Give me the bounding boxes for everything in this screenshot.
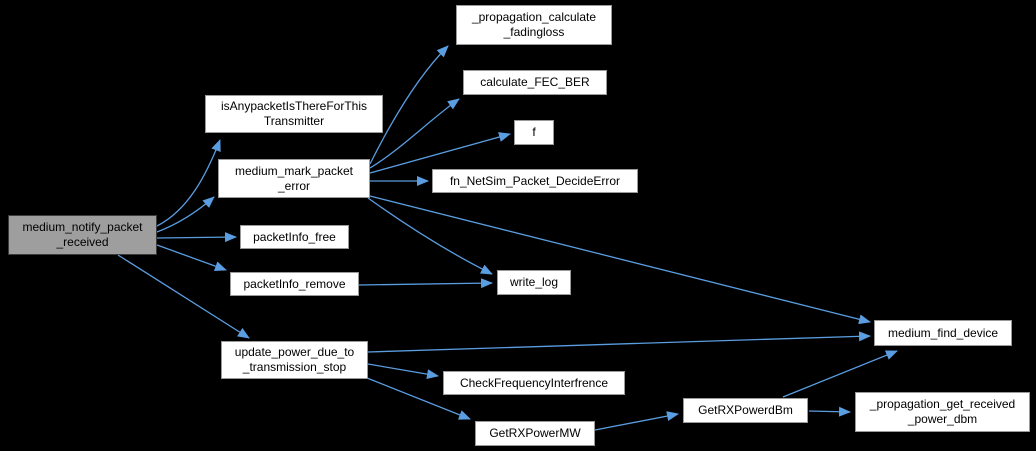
edge-update-power-due-to-transmission-stop-to-check-frequency-interfrence <box>367 363 439 380</box>
node-check-frequency-interfrence[interactable]: CheckFrequencyInterfrence <box>443 371 625 395</box>
edge-medium-mark-packet-error-to-medium-find-device <box>369 195 871 325</box>
edge-get-rx-powerd-bm-to-medium-find-device <box>782 350 898 398</box>
node-packetinfo-free[interactable]: packetInfo_free <box>240 225 349 249</box>
edges-group <box>117 45 898 431</box>
edge-get-rx-powerd-bm-to-propagation-get-received-power-dbm <box>808 406 851 417</box>
node-get-rx-powerd-bm[interactable]: GetRXPowerdBm <box>683 398 808 423</box>
edge-medium-notify-packet-received-to-packetinfo-free <box>156 232 237 243</box>
edge-medium-mark-packet-error-to-write-log <box>367 197 493 275</box>
edge-medium-mark-packet-error-to-calculate-fec-ber <box>369 98 460 169</box>
edge-get-rx-power-mw-to-get-rx-powerd-bm <box>594 411 679 431</box>
node-get-rx-power-mw[interactable]: GetRXPowerMW <box>475 421 595 446</box>
node-is-anypacket-is-there-for-this-transmitter[interactable]: isAnypacketIsThereForThis Transmitter <box>205 95 383 133</box>
edge-packetinfo-remove-to-write-log <box>358 278 493 289</box>
node-medium-notify-packet-received: medium_notify_packet _received <box>8 215 157 255</box>
edge-medium-mark-packet-error-to-propagation-calculate-fadingloss <box>369 45 449 165</box>
node-fn-netsim-packet-decideerror[interactable]: fn_NetSim_Packet_DecideError <box>432 169 638 193</box>
node-medium-find-device[interactable]: medium_find_device <box>874 320 1012 346</box>
node-packetinfo-remove[interactable]: packetInfo_remove <box>230 272 359 296</box>
node-write-log[interactable]: write_log <box>497 270 571 295</box>
edge-medium-notify-packet-received-to-medium-mark-packet-error <box>156 196 215 233</box>
edge-update-power-due-to-transmission-stop-to-medium-find-device <box>367 331 871 353</box>
edge-medium-mark-packet-error-to-f <box>369 132 511 174</box>
node-calculate-fec-ber[interactable]: calculate_FEC_BER <box>463 70 607 95</box>
edge-medium-notify-packet-received-to-packetinfo-remove <box>156 244 227 271</box>
node-medium-mark-packet-error[interactable]: medium_mark_packet _error <box>218 159 370 198</box>
edge-medium-notify-packet-received-to-is-anypacket-is-there-for-this-transmitter <box>156 139 221 227</box>
node-propagation-get-received-power-dbm[interactable]: _propagation_get_received _power_dbm <box>855 392 1030 432</box>
node-propagation-calculate-fadingloss[interactable]: _propagation_calculate _fadingloss <box>456 5 612 45</box>
edge-update-power-due-to-transmission-stop-to-get-rx-power-mw <box>366 377 471 420</box>
edge-medium-notify-packet-received-to-update-power-due-to-transmission-stop <box>117 254 250 339</box>
node-f[interactable]: f <box>514 120 554 145</box>
node-update-power-due-to-transmission-stop[interactable]: update_power_due_to _transmission_stop <box>221 341 368 379</box>
